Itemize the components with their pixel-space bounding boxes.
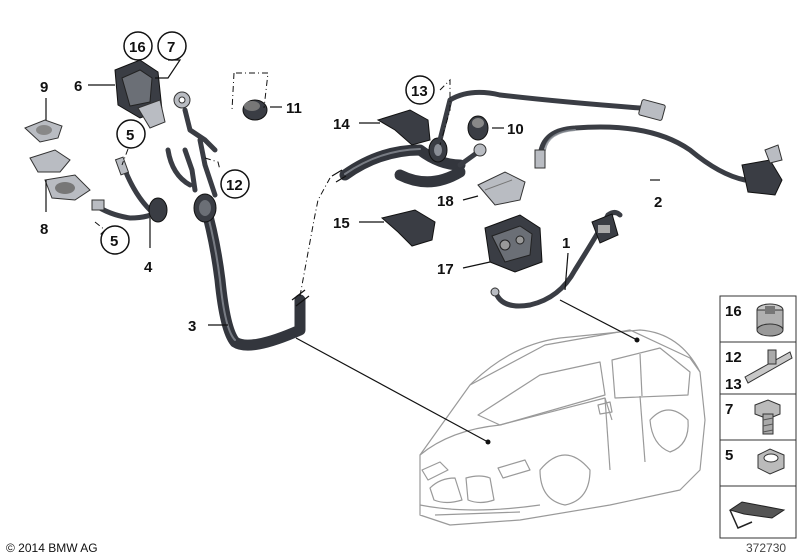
callout-6: 6 <box>74 78 82 95</box>
panel-label-16: 16 <box>725 303 742 320</box>
ring-lug[interactable] <box>173 91 218 153</box>
vehicle-leader-lines <box>295 299 640 445</box>
cap-11[interactable] <box>242 99 268 121</box>
hardware-side-panel: 16 12 13 7 5 <box>719 295 797 539</box>
panel-label-13: 13 <box>725 376 742 393</box>
hex-bolt-icon <box>754 399 781 435</box>
callout-11: 11 <box>286 100 302 117</box>
callout-12: 12 <box>226 177 243 194</box>
copyright-text: © 2014 BMW AG <box>6 541 98 555</box>
cable-4[interactable] <box>91 147 193 223</box>
cable-tie-icon <box>744 349 793 384</box>
bolt-head-icon <box>756 303 784 337</box>
panel-label-5: 5 <box>725 447 733 464</box>
callout-leaders <box>45 59 660 326</box>
callout-7: 7 <box>167 39 175 56</box>
callout-8: 8 <box>40 221 48 238</box>
callout-13: 13 <box>411 83 428 100</box>
hex-nut-icon <box>757 448 785 475</box>
callout-2: 2 <box>654 194 662 211</box>
callout-17: 17 <box>437 261 454 278</box>
callout-5-upper: 5 <box>126 127 134 144</box>
grommet-10[interactable] <box>467 115 489 141</box>
panel-label-7: 7 <box>725 401 733 418</box>
callout-3: 3 <box>188 318 196 335</box>
callout-5-lower: 5 <box>110 233 118 250</box>
bracket-15[interactable] <box>380 209 436 247</box>
clamp-9[interactable] <box>24 119 63 143</box>
callout-4: 4 <box>144 259 153 276</box>
battery-cable-3[interactable] <box>182 137 466 351</box>
callout-9: 9 <box>40 79 48 96</box>
panel-label-12: 12 <box>725 349 742 366</box>
navigation-arrow-icon[interactable] <box>728 501 786 529</box>
battery-cable-1[interactable] <box>490 210 623 309</box>
bracket-14[interactable] <box>376 109 431 146</box>
callout-14: 14 <box>333 116 350 133</box>
callout-18: 18 <box>437 193 454 210</box>
circled-callout-frames <box>100 31 435 255</box>
diagram-number: 372730 <box>746 541 786 555</box>
callout-16: 16 <box>129 39 146 56</box>
callout-labels: 1 2 3 4 5 5 6 7 8 9 10 11 12 13 14 15 16… <box>40 39 662 335</box>
callout-10: 10 <box>507 121 524 138</box>
cover-18[interactable] <box>477 171 526 206</box>
callout-15: 15 <box>333 215 350 232</box>
callout-1: 1 <box>562 235 570 252</box>
vehicle-outline <box>419 329 706 526</box>
clamp-8[interactable] <box>29 149 91 201</box>
terminal-block-6[interactable] <box>114 59 166 129</box>
battery-cable-2[interactable] <box>534 124 783 196</box>
distribution-box-17[interactable] <box>484 214 543 273</box>
cable-junction-upper[interactable] <box>394 89 666 188</box>
